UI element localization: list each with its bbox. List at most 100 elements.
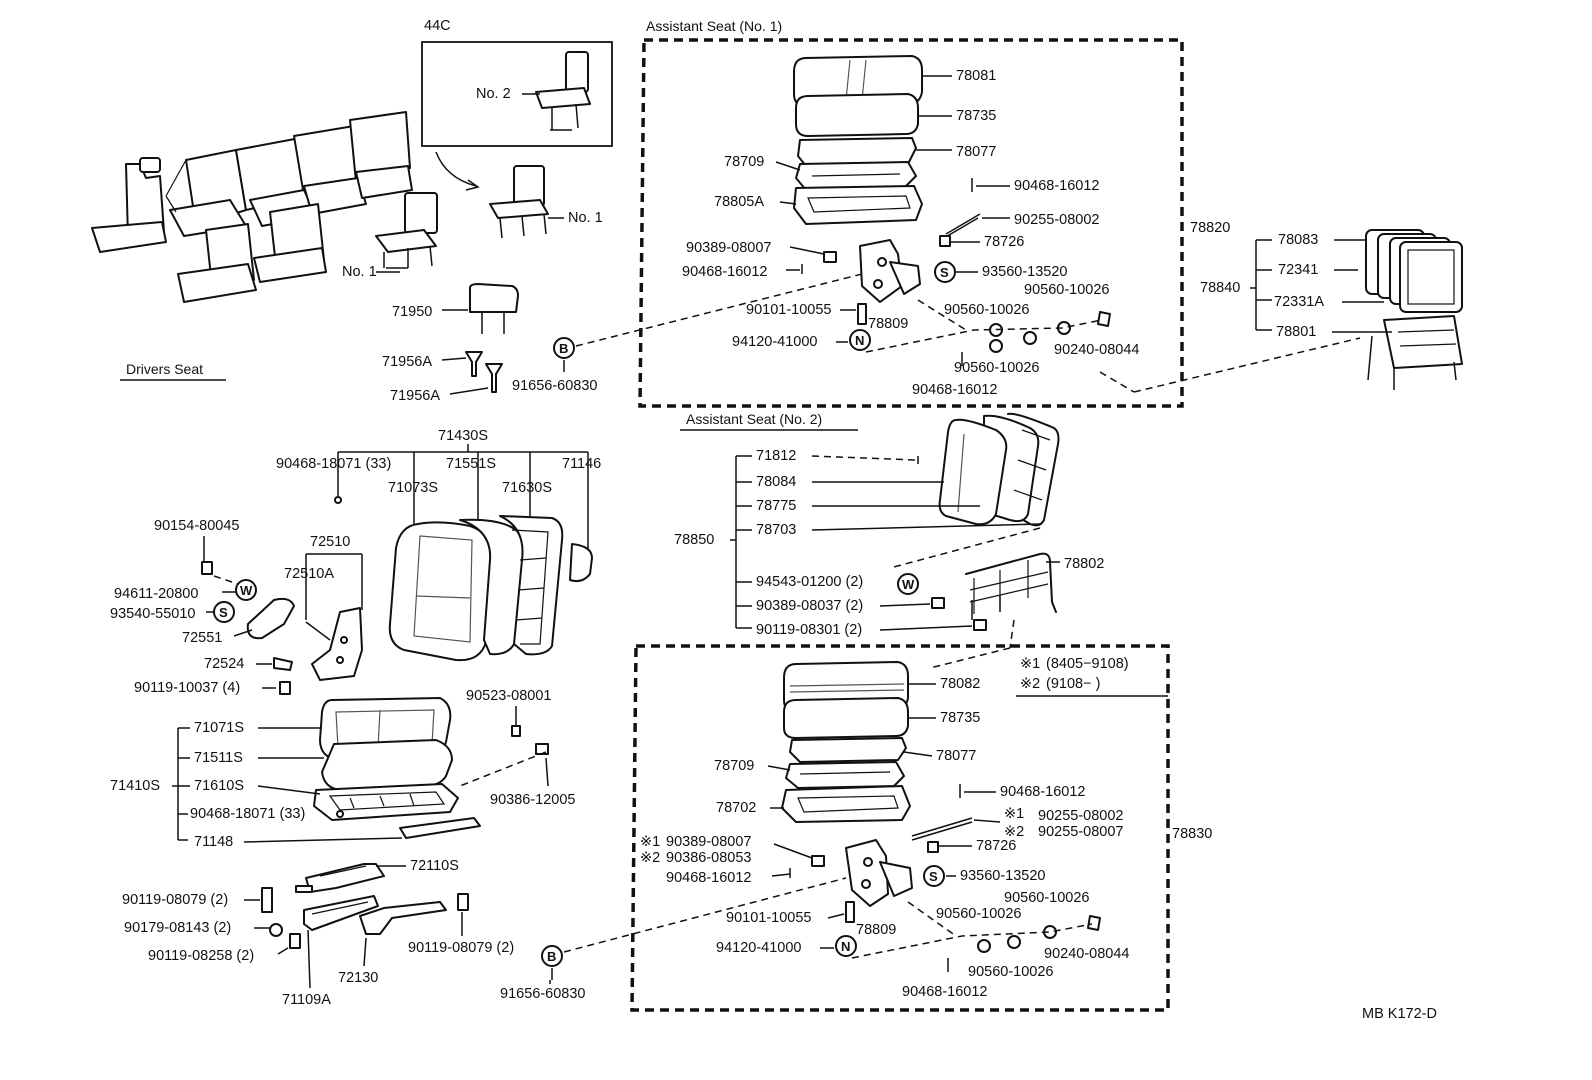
part-90468-16012-a: 90468-16012 xyxy=(1014,178,1099,194)
part-78802: 78802 xyxy=(1064,556,1104,572)
part-90560-10026-d: 90560-10026 xyxy=(1004,890,1089,906)
s-marker-upper xyxy=(934,261,956,283)
part-71956A-upper: 71956A xyxy=(382,354,432,370)
part-71630S: 71630S xyxy=(502,480,552,496)
part-71071S: 71071S xyxy=(194,720,244,736)
no1-inset-callout: No. 1 xyxy=(568,210,603,226)
part-78726-upper: 78726 xyxy=(984,234,1024,250)
part-71610S: 71610S xyxy=(194,778,244,794)
part-90389-08007-lower: 90389-08007 xyxy=(666,834,751,850)
part-90468-16012-e: 90468-16012 xyxy=(666,870,751,886)
drivers-seat-title: Drivers Seat xyxy=(126,361,203,377)
w-marker-left xyxy=(235,579,257,601)
part-72331A: 72331A xyxy=(1274,294,1324,310)
part-78805A: 78805A xyxy=(714,194,764,210)
part-94543-01200: 94543-01200 (2) xyxy=(756,574,863,590)
part-72551: 72551 xyxy=(182,630,222,646)
part-90468-18071-lower: 90468-18071 (33) xyxy=(190,806,305,822)
part-78702: 78702 xyxy=(716,800,756,816)
part-71511S: 71511S xyxy=(194,750,243,766)
part-78850: 78850 xyxy=(674,532,714,548)
w-marker-left-letter: W xyxy=(240,583,253,598)
part-72510: 72510 xyxy=(310,534,350,550)
n-marker-upper-letter: N xyxy=(855,333,864,348)
b-marker-lower xyxy=(541,945,563,967)
part-72510A: 72510A xyxy=(284,566,334,582)
part-71073S: 71073S xyxy=(388,480,438,496)
part-90119-08258: 90119-08258 (2) xyxy=(148,948,254,964)
part-90386-08053: 90386-08053 xyxy=(666,850,751,866)
inset-44c-label: 44C xyxy=(424,18,451,34)
assistant-seat-1-exploded xyxy=(793,55,1111,366)
part-78735-upper: 78735 xyxy=(956,108,996,124)
s-marker-left xyxy=(213,601,235,623)
part-71410S: 71410S xyxy=(110,778,160,794)
asterisk-2-upper: ※2 xyxy=(1004,824,1024,840)
assistant-seat-2-back-figure xyxy=(917,412,1060,620)
n-marker-lower-letter: N xyxy=(841,939,850,954)
part-91656-60830-lower: 91656-60830 xyxy=(500,986,585,1002)
s-marker-upper-letter: S xyxy=(940,265,949,280)
part-72524: 72524 xyxy=(204,656,244,672)
no2-seat-figure xyxy=(535,51,591,131)
legend-l1-range: (8405−9108) xyxy=(1046,656,1129,672)
part-78077-lower: 78077 xyxy=(936,748,976,764)
part-78735-lower: 78735 xyxy=(940,710,980,726)
part-78840: 78840 xyxy=(1200,280,1240,296)
no1-fold-seat-figure xyxy=(375,192,438,269)
part-93560-13520-lower: 93560-13520 xyxy=(960,868,1045,884)
b-marker-upper xyxy=(553,337,575,359)
part-78709-lower: 78709 xyxy=(714,758,754,774)
part-90255-08002-lower: 90255-08002 xyxy=(1038,808,1123,824)
part-71148: 71148 xyxy=(194,834,233,850)
part-72110S: 72110S xyxy=(410,858,459,874)
part-90560-10026-f: 90560-10026 xyxy=(968,964,1053,980)
part-94120-41000-lower: 94120-41000 xyxy=(716,940,801,956)
asterisk-1-left: ※1 xyxy=(640,834,660,850)
part-90560-10026-e: 90560-10026 xyxy=(936,906,1021,922)
no1-main-callout: No. 1 xyxy=(342,264,377,280)
part-93560-13520-upper: 93560-13520 xyxy=(982,264,1067,280)
part-90154-80045: 90154-80045 xyxy=(154,518,239,534)
headrest-figure xyxy=(465,283,519,393)
part-90468-18071-upper: 90468-18071 (33) xyxy=(276,456,391,472)
part-78809-lower: 78809 xyxy=(856,922,896,938)
part-90119-08079-right: 90119-08079 (2) xyxy=(408,940,514,956)
part-71956A-lower: 71956A xyxy=(390,388,440,404)
w-marker-right xyxy=(897,573,919,595)
recliner-plate xyxy=(311,607,363,681)
part-78077-upper: 78077 xyxy=(956,144,996,160)
legend-l2-range: (9108− ) xyxy=(1046,676,1100,692)
b-marker-lower-letter: B xyxy=(547,949,556,964)
asterisk-2-left: ※2 xyxy=(640,850,660,866)
assistant-seat-1-title: Assistant Seat (No. 1) xyxy=(646,18,782,34)
part-72341: 72341 xyxy=(1278,262,1318,278)
part-94611-20800: 94611-20800 xyxy=(114,586,198,602)
part-78820: 78820 xyxy=(1190,220,1230,236)
n-marker-lower xyxy=(835,935,857,957)
recliner-cover xyxy=(246,597,295,640)
part-93540-55010: 93540-55010 xyxy=(110,606,195,622)
assistant-seat-back-figure xyxy=(1365,229,1463,390)
part-94120-41000-upper: 94120-41000 xyxy=(732,334,817,350)
part-72130: 72130 xyxy=(338,970,378,986)
part-78709-upper: 78709 xyxy=(724,154,764,170)
s-marker-lower xyxy=(923,865,945,887)
legend-l1-mark: ※1 xyxy=(1020,656,1040,672)
no1-inset-seat-figure xyxy=(489,165,549,239)
part-90560-10026-b: 90560-10026 xyxy=(944,302,1029,318)
part-90101-10055-upper: 90101-10055 xyxy=(746,302,831,318)
assistant-seat-1-box xyxy=(638,38,1184,408)
part-90255-08007: 90255-08007 xyxy=(1038,824,1123,840)
part-71109A: 71109A xyxy=(282,992,331,1008)
legend-l2-mark: ※2 xyxy=(1020,676,1040,692)
part-90101-10055-lower: 90101-10055 xyxy=(726,910,811,926)
part-90560-10026-a: 90560-10026 xyxy=(1024,282,1109,298)
part-78809-upper: 78809 xyxy=(868,316,908,332)
part-90523-08001: 90523-08001 xyxy=(466,688,551,704)
part-90255-08002-upper: 90255-08002 xyxy=(1014,212,1099,228)
part-90240-08044-lower: 90240-08044 xyxy=(1044,946,1129,962)
figure-code: MB K172-D xyxy=(1362,1006,1437,1022)
s-marker-left-letter: S xyxy=(219,605,228,620)
part-90468-16012-c: 90468-16012 xyxy=(912,382,997,398)
